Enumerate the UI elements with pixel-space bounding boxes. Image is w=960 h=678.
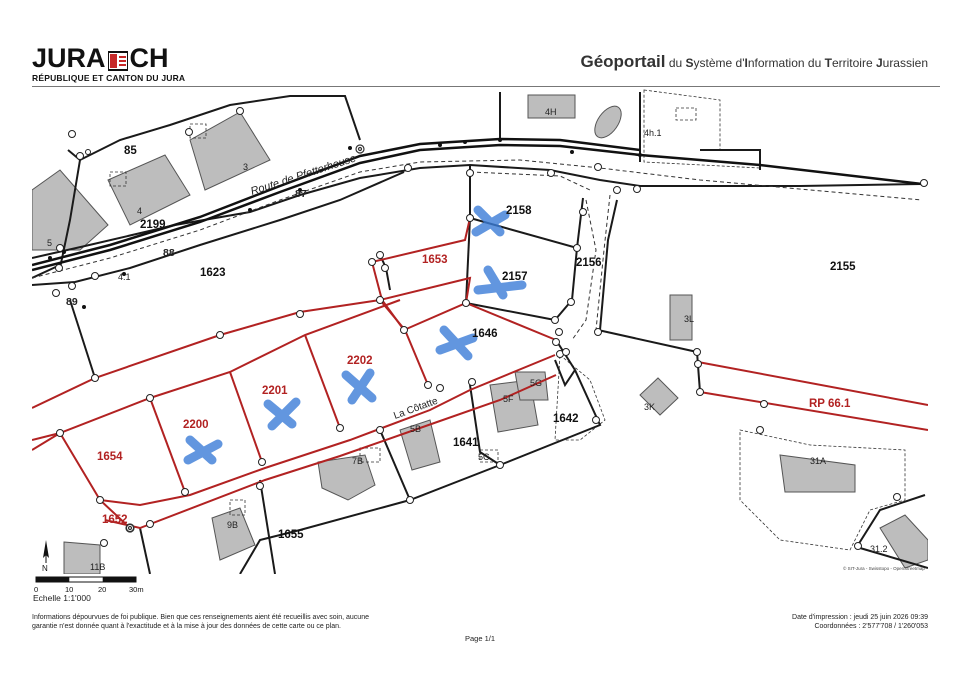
building-31a: 31A <box>810 456 826 466</box>
building-3l: 3L <box>684 314 694 324</box>
geoportail-title: Géoportail du Système d'Information du T… <box>580 52 928 72</box>
building-4h: 4H <box>545 107 557 117</box>
title-segment: T <box>824 56 832 70</box>
building-89: 89 <box>66 296 78 308</box>
parcel-2200[interactable]: 2200 <box>183 419 209 431</box>
building-5c: 5C <box>478 452 490 462</box>
parcel-1623[interactable]: 1623 <box>200 267 226 279</box>
scale-tick-10: 10 <box>65 585 73 594</box>
buildings-layer <box>32 94 928 574</box>
scale-label: Echelle 1:1'000 <box>33 593 91 603</box>
vertex-markers <box>52 107 928 550</box>
building-5: 5 <box>47 238 52 248</box>
north-arrow-icon: N <box>42 540 49 573</box>
building-5f: 5F <box>503 394 514 404</box>
title-segment: S <box>685 56 694 70</box>
parcel-2202[interactable]: 2202 <box>347 355 373 367</box>
scale-tick-0: 0 <box>34 585 38 594</box>
parcel-1652[interactable]: 1652 <box>102 514 128 526</box>
building-5b: 5B <box>410 424 421 434</box>
jura-flag-icon <box>106 48 129 71</box>
scale-tick-20: 20 <box>98 585 106 594</box>
title-segment: erritoire <box>831 56 876 70</box>
cadastral-map[interactable]: Route de Pfetterhouse La Côtatte 1653 22… <box>32 88 928 574</box>
building-4h-1: 4h.1 <box>644 128 662 138</box>
title-segment: ystème d' <box>693 56 745 70</box>
building-labels: 3 4 5 88 87 4.1 89 4H 4h.1 3L 3K 5G 5F 5… <box>47 107 888 572</box>
parcel-2157[interactable]: 2157 <box>502 271 528 283</box>
parcel-2201[interactable]: 2201 <box>262 385 288 397</box>
survey-markers <box>125 144 365 533</box>
coordinates: Coordonnées : 2'577'708 / 1'260'053 <box>814 623 928 630</box>
building-88: 88 <box>163 247 175 259</box>
page-number: Page 1/1 <box>464 634 496 643</box>
building-4-1: 4.1 <box>118 272 131 282</box>
building-87: 87 <box>295 188 307 200</box>
building-5g: 5G <box>530 378 542 388</box>
parcel-1646[interactable]: 1646 <box>472 328 498 340</box>
parcel-2199[interactable]: 2199 <box>140 219 166 231</box>
title-segment: J <box>875 56 883 70</box>
disclaimer-line-2: garantie n'est donnée quant à l'exactitu… <box>32 623 341 630</box>
road-dashed-edges <box>32 159 923 341</box>
building-3: 3 <box>243 162 248 172</box>
boundary-dots <box>48 138 642 309</box>
building-31-2: 31.2 <box>870 544 888 554</box>
route-label-rp66: RP 66.1 <box>809 398 851 410</box>
building-9b: 9B <box>227 520 238 530</box>
map-copyright: © SIT-Jura - Swisstopo - OpenStreetmap <box>843 566 925 571</box>
parcel-1655[interactable]: 1655 <box>278 529 304 541</box>
parcel-1653[interactable]: 1653 <box>422 254 448 266</box>
selection-markers[interactable] <box>183 205 527 465</box>
parcel-1641[interactable]: 1641 <box>453 437 479 449</box>
geoportail-title-big: Géoportail <box>580 52 666 71</box>
scale-bar: 0 10 20 30m <box>34 576 144 594</box>
road-route-de-pfetterhouse <box>32 137 923 272</box>
parcel-85[interactable]: 85 <box>124 145 137 157</box>
building-11b: 11B <box>90 562 105 572</box>
parcel-2156[interactable]: 2156 <box>576 257 602 269</box>
logo-left-text: JURA <box>32 43 106 73</box>
building-7b: 7B <box>352 456 363 466</box>
title-segment: urassien <box>882 56 928 70</box>
header-divider <box>32 86 940 87</box>
logo-subtitle: RÉPUBLIQUE ET CANTON DU JURA <box>32 73 186 83</box>
red-parcel-numbers: 1653 2202 2201 2200 1654 1652 <box>97 254 448 526</box>
building-4: 4 <box>137 206 142 216</box>
print-date: Date d'impression : jeudi 25 juin 2026 0… <box>792 614 928 621</box>
north-label: N <box>42 564 48 573</box>
black-parcel-numbers: 85 2199 1623 2158 2157 2156 2155 1646 16… <box>124 145 856 541</box>
parcel-1642[interactable]: 1642 <box>553 413 579 425</box>
parcel-2155[interactable]: 2155 <box>830 261 856 273</box>
logo-wordmark: JURA CH <box>32 44 185 72</box>
jura-logo: JURA CH RÉPUBLIQUE ET CANTON DU JURA <box>32 44 185 83</box>
building-3k: 3K <box>644 402 655 412</box>
print-info: Date d'impression : jeudi 25 juin 2026 0… <box>792 613 928 631</box>
title-segment: nformation du <box>747 56 825 70</box>
title-segment: du <box>668 56 686 70</box>
logo-right-text: CH <box>129 43 169 73</box>
parcel-1654[interactable]: 1654 <box>97 451 123 463</box>
disclaimer: Informations dépourvues de foi publique.… <box>32 613 392 631</box>
scale-tick-30m: 30m <box>129 585 144 594</box>
geoportail-title-rest: du Système d'Information du Territoire J… <box>669 56 928 70</box>
parcel-2158[interactable]: 2158 <box>506 205 532 217</box>
title-segment: I <box>744 56 748 70</box>
disclaimer-line-1: Informations dépourvues de foi publique.… <box>32 614 369 621</box>
